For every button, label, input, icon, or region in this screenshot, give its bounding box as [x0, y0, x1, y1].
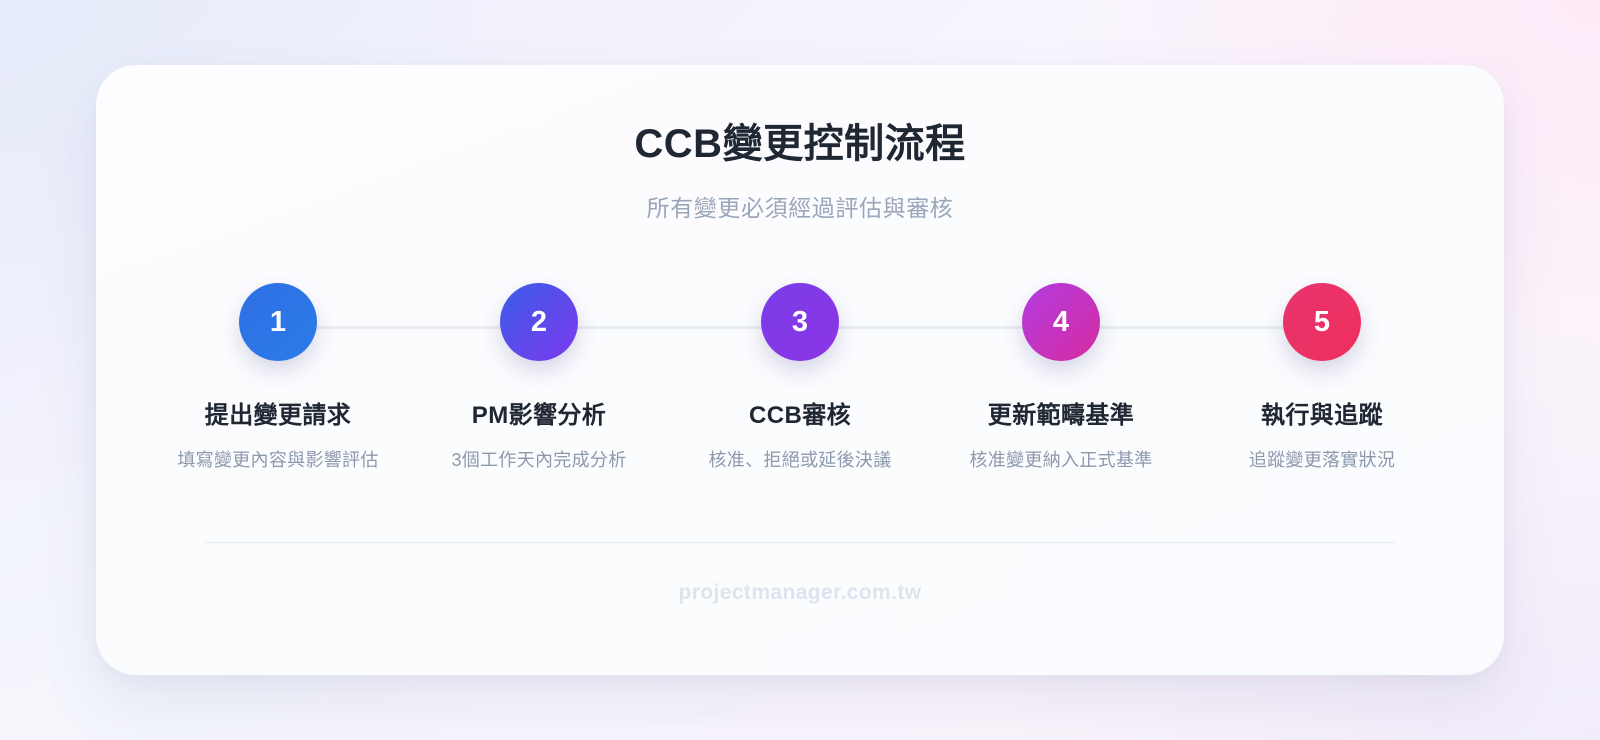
step-title: 更新範疇基準	[987, 402, 1135, 429]
step-title: PM影響分析	[471, 402, 607, 429]
step-number-label: 5	[1313, 305, 1331, 338]
page-subtitle: 所有變更必須經過評估與審核	[646, 195, 954, 221]
step-4[interactable]: 4 更新範疇基準核准變更納入正式基準	[939, 283, 1183, 472]
step-number-badge[interactable]: 1	[239, 283, 317, 361]
footer-divider	[205, 542, 1395, 543]
process-card: CCB變更控制流程 所有變更必須經過評估與審核 1 提出變更請求填寫變更內容與影響…	[96, 65, 1504, 675]
step-number-badge[interactable]: 2	[500, 283, 578, 361]
step-5[interactable]: 5 執行與追蹤追蹤變更落實狀況	[1200, 283, 1444, 472]
step-description: 核准變更納入正式基準	[969, 450, 1153, 470]
step-title: 執行與追蹤	[1261, 402, 1383, 429]
page-title: CCB變更控制流程	[634, 122, 966, 166]
step-1[interactable]: 1 提出變更請求填寫變更內容與影響評估	[156, 283, 400, 472]
step-number-badge[interactable]: 3	[761, 283, 839, 361]
step-number-label: 3	[791, 305, 809, 338]
step-number-label: 2	[530, 305, 548, 338]
step-title: 提出變更請求	[204, 402, 352, 429]
step-number-badge[interactable]: 4	[1022, 283, 1100, 361]
step-number-label: 1	[269, 305, 287, 338]
step-description: 3個工作天內完成分析	[451, 450, 627, 470]
step-number-badge[interactable]: 5	[1283, 283, 1361, 361]
step-title: CCB審核	[749, 402, 851, 429]
footer-site-label: projectmanager.com.tw	[678, 581, 922, 604]
step-number-label: 4	[1052, 305, 1070, 338]
step-description: 核准、拒絕或延後決議	[708, 450, 892, 470]
step-description: 追蹤變更落實狀況	[1248, 450, 1396, 470]
step-description: 填寫變更內容與影響評估	[177, 450, 379, 470]
